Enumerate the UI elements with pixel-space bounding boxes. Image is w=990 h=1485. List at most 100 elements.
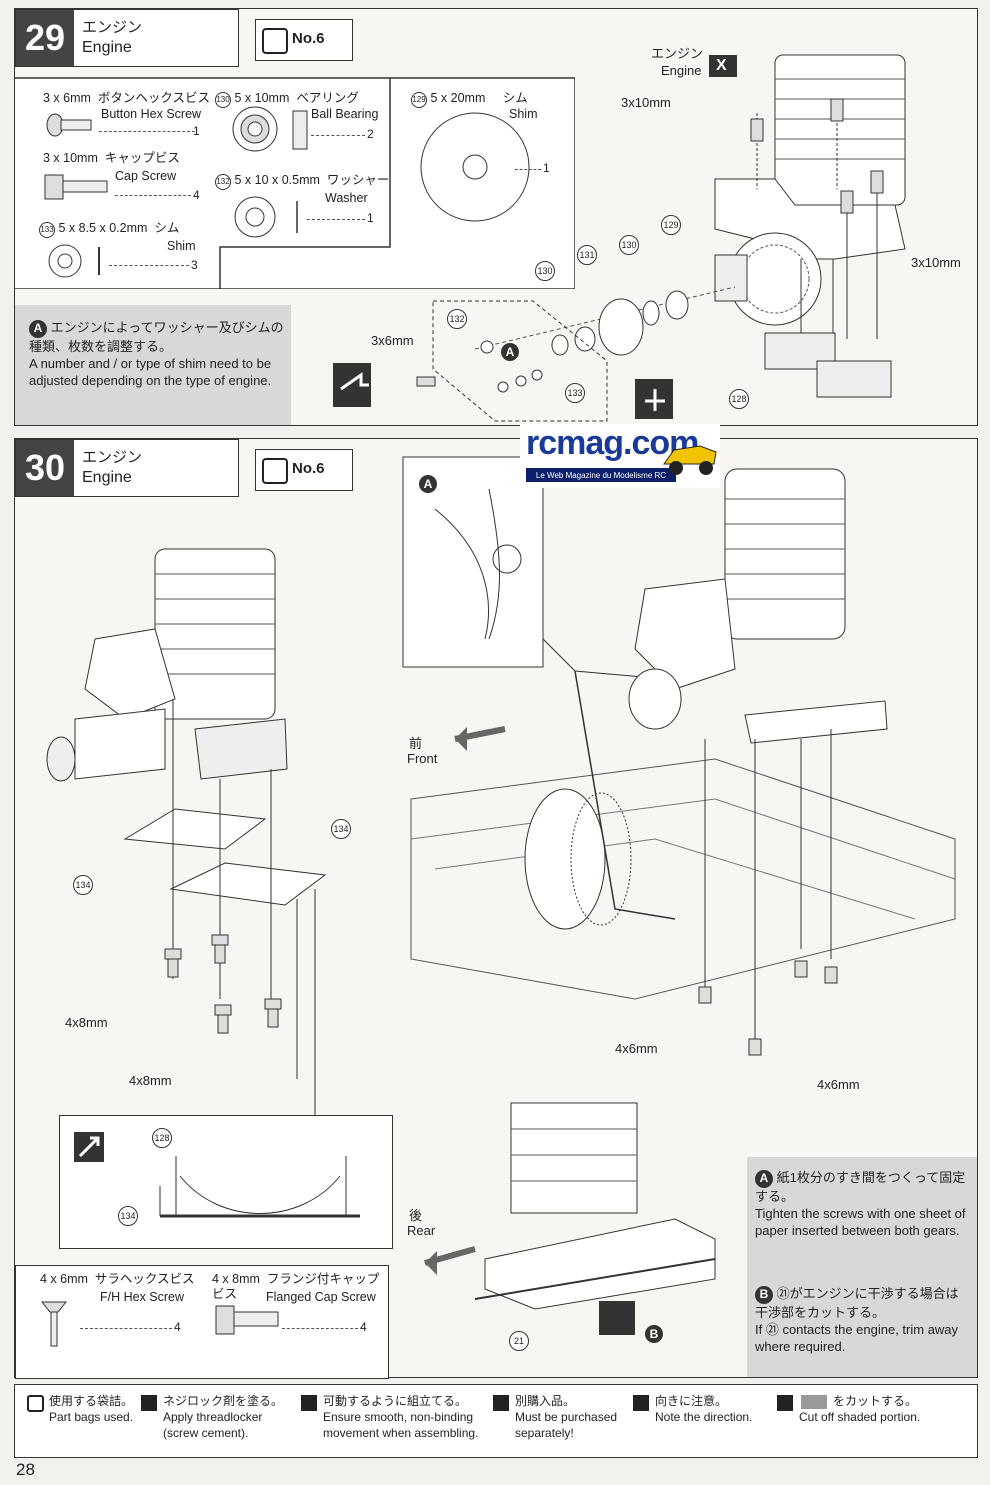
part-qty: 4 bbox=[174, 1320, 181, 1334]
callout-128: 128 bbox=[152, 1128, 172, 1148]
marker-a-icon: A bbox=[29, 319, 47, 338]
direction-icon bbox=[633, 1395, 649, 1411]
callout-129: 129 bbox=[411, 91, 427, 108]
part-washer-132: 132 5 x 10 x 0.5mm ワッシャー bbox=[215, 173, 389, 190]
page-number: 28 bbox=[16, 1460, 35, 1479]
step-30-panel: 30 エンジン Engine No.6 bbox=[14, 438, 978, 1379]
parts-drawing bbox=[40, 1301, 279, 1347]
step-29-header: 29 エンジン Engine bbox=[15, 9, 239, 67]
legend-jp: 向きに注意。 bbox=[655, 1394, 728, 1408]
legend-en: Ensure smooth, non-binding movement when… bbox=[323, 1410, 479, 1440]
part-bearing-130: 130 5 x 10mm ベアリング bbox=[215, 91, 359, 108]
label-screw-3x10-right: 3x10mm bbox=[911, 255, 961, 270]
callout-128: 128 bbox=[729, 389, 749, 409]
callout-21: 21 bbox=[509, 1331, 529, 1351]
callout-133: 133 bbox=[565, 383, 585, 403]
parts-list: 3 x 6mm ボタンヘックスビス Button Hex Screw 1 3 x… bbox=[15, 77, 575, 289]
label-screw-4x6-a: 4x6mm bbox=[615, 1041, 658, 1056]
callout-129: 129 bbox=[661, 215, 681, 235]
part-button-hex-screw: 3 x 6mm ボタンヘックスビス bbox=[43, 91, 210, 106]
part-qty: 1 bbox=[543, 161, 550, 175]
label-rear-jp: 後 bbox=[409, 1208, 423, 1223]
part-name-en: Cap Screw bbox=[115, 169, 177, 183]
note-b-jp: ㉑がエンジンに干渉する場合は干渉部をカットする。 bbox=[755, 1286, 959, 1320]
label-engine-jp: エンジン bbox=[651, 46, 704, 61]
part-size: 5 x 10mm bbox=[234, 91, 290, 105]
note-a-box: A エンジンによってワッシャー及びシムの種類、枚数を調整する。 A number… bbox=[15, 305, 291, 425]
car-logo-icon bbox=[663, 445, 717, 475]
step-30-parts-list: 4 x 6mm サラヘックスビス F/H Hex Screw 4 4 x 8mm… bbox=[15, 1265, 389, 1379]
smooth-movement-icon bbox=[301, 1395, 317, 1411]
mount-detail-inset: 128 134 bbox=[59, 1115, 393, 1249]
threadlocker-icon bbox=[141, 1395, 157, 1411]
part-name-jp: シム bbox=[502, 91, 528, 105]
part-name-en: Ball Bearing bbox=[311, 107, 379, 121]
legend-en: Must be purchased separately! bbox=[515, 1410, 618, 1440]
part-size: 3 x 6mm bbox=[43, 91, 91, 105]
part-name-jp: キャップビス bbox=[104, 151, 180, 165]
part-name-en: Washer bbox=[325, 191, 368, 205]
note-b-en: If ㉑ contacts the engine, trim away wher… bbox=[755, 1321, 959, 1354]
cut-icon bbox=[777, 1395, 793, 1411]
bag-label: No.6 bbox=[292, 460, 325, 477]
legend-jp: 使用する袋詰。 bbox=[49, 1394, 134, 1408]
callout-132: 132 bbox=[215, 173, 231, 190]
label-front-jp: 前 bbox=[409, 736, 423, 751]
part-fh-hex-screw: 4 x 6mm サラヘックスビス bbox=[40, 1272, 195, 1287]
part-size: 4 x 8mm bbox=[212, 1272, 260, 1286]
note-a-jp: エンジンによってワッシャー及びシムの種類、枚数を調整する。 bbox=[29, 320, 284, 354]
part-qty: 3 bbox=[191, 258, 198, 272]
callout-134: 134 bbox=[73, 875, 93, 895]
note-a-en: A number and / or type of shim need to b… bbox=[29, 355, 272, 388]
notes-ab-box: A 紙1枚分のすき間をつくって固定する。 Tighten the screws … bbox=[747, 1157, 977, 1377]
part-name-en: F/H Hex Screw bbox=[100, 1290, 185, 1304]
label-screw-3x10-left: 3x10mm bbox=[621, 95, 671, 110]
part-cap-screw: 3 x 10mm キャップビス bbox=[43, 151, 180, 166]
bag-icon bbox=[27, 1395, 44, 1412]
legend-en: Apply threadlocker (screw cement). bbox=[163, 1410, 263, 1440]
label-screw-4x8-a: 4x8mm bbox=[65, 1015, 108, 1030]
callout-134: 134 bbox=[331, 819, 351, 839]
callout-130: 130 bbox=[619, 235, 639, 255]
step-title-jp: エンジン bbox=[82, 19, 143, 36]
step-title-en: Engine bbox=[82, 469, 132, 486]
legend-jp: をカットする。 bbox=[833, 1394, 918, 1408]
bag-label: No.6 bbox=[292, 30, 325, 47]
part-name-jp: フランジ付キャップビス bbox=[212, 1272, 380, 1301]
part-name-jp: サラヘックスビス bbox=[94, 1272, 195, 1286]
note-a: A 紙1枚分のすき間をつくって固定する。 Tighten the screws … bbox=[755, 1169, 970, 1239]
bag-icon bbox=[262, 458, 288, 484]
callout-131: 131 bbox=[577, 245, 597, 265]
part-size: 5 x 20mm bbox=[430, 91, 486, 105]
part-qty: 4 bbox=[360, 1320, 367, 1334]
step-29-panel: 29 エンジン Engine No.6 bbox=[14, 8, 978, 426]
part-name-en: Shim bbox=[167, 239, 196, 253]
callout-134: 134 bbox=[118, 1206, 138, 1226]
legend-jp: ネジロック剤を塗る。 bbox=[163, 1394, 284, 1408]
label-front-en: Front bbox=[407, 751, 438, 766]
marker-b-icon: B bbox=[645, 1325, 663, 1343]
mount-detail-drawing bbox=[74, 1132, 360, 1218]
part-name-en: Flanged Cap Screw bbox=[266, 1290, 376, 1304]
label-engine-en: Engine bbox=[661, 63, 702, 78]
callout-133: 133 bbox=[39, 221, 55, 238]
note-a-jp: 紙1枚分のすき間をつくって固定する。 bbox=[755, 1170, 966, 1204]
part-size: 5 x 8.5 x 0.2mm bbox=[58, 221, 148, 235]
marker-a-icon: A bbox=[419, 475, 437, 493]
label-screw-3x6: 3x6mm bbox=[371, 333, 414, 348]
bag-indicator: No.6 bbox=[255, 19, 353, 61]
part-qty: 2 bbox=[367, 127, 374, 141]
step-title-en: Engine bbox=[82, 39, 132, 56]
step-title-jp: エンジン bbox=[82, 449, 143, 466]
part-name-en: Button Hex Screw bbox=[101, 107, 202, 121]
step-number: 30 bbox=[16, 440, 74, 496]
part-name-jp: ボタンヘックスビス bbox=[97, 91, 211, 105]
legend-jp: 可動するように組立てる。 bbox=[323, 1394, 468, 1408]
marker-x-icon: X bbox=[716, 57, 727, 74]
note-b: B ㉑がエンジンに干渉する場合は干渉部をカットする。 If ㉑ contacts… bbox=[755, 1285, 970, 1355]
part-shim-133: 133 5 x 8.5 x 0.2mm シム bbox=[39, 221, 179, 238]
part-size: 3 x 10mm bbox=[43, 151, 98, 165]
part-shim-129: 129 5 x 20mm シム bbox=[411, 91, 528, 108]
label-screw-4x8-b: 4x8mm bbox=[129, 1073, 172, 1088]
callout-132: 132 bbox=[447, 309, 467, 329]
